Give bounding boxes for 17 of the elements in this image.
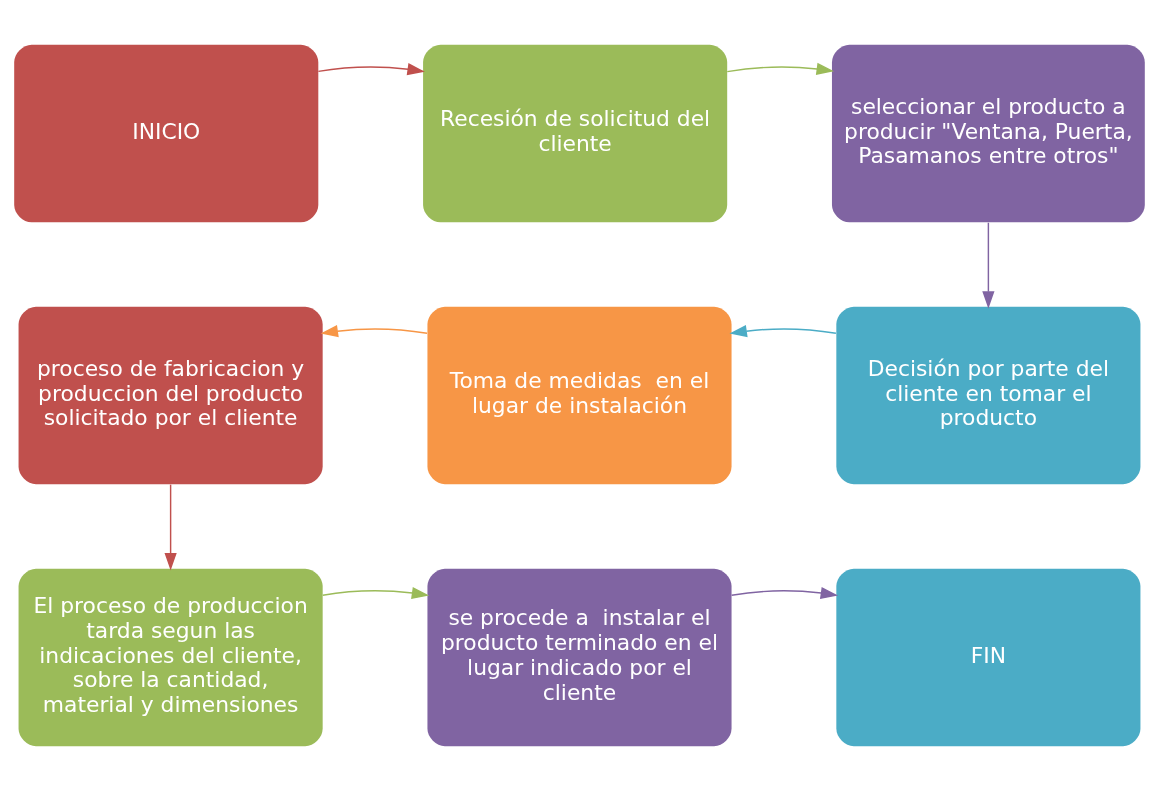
node-box: se procede a instalar el producto terminado en el lugar indicado por el cliente [427, 568, 732, 746]
node-box: FIN [836, 568, 1141, 746]
node-box: Decisión por parte del cliente en tomar el producto [836, 306, 1141, 484]
node-box: Toma de medidas en el lugar de instalación [427, 306, 732, 484]
node-box: proceso de fabricacion y produccion del producto solicitado por el cliente [18, 306, 323, 484]
node-box: El proceso de produccion tarda segun las indicaciones del cliente, sobre la cantidad, material y dimensiones [18, 568, 323, 746]
arrow [729, 324, 837, 337]
arrow [320, 324, 428, 337]
node-box: Recesión de solicitud del cliente [423, 44, 728, 222]
node-box: INICIO [14, 44, 319, 222]
arrow [982, 221, 995, 309]
arrow [322, 586, 430, 599]
arrow [730, 586, 839, 599]
node-box: seleccionar el producto a producir "Ventana, Puerta, Pasamanos entre otros" [831, 44, 1145, 222]
arrow [726, 62, 835, 75]
arrow [164, 483, 177, 571]
arrow [317, 62, 425, 75]
